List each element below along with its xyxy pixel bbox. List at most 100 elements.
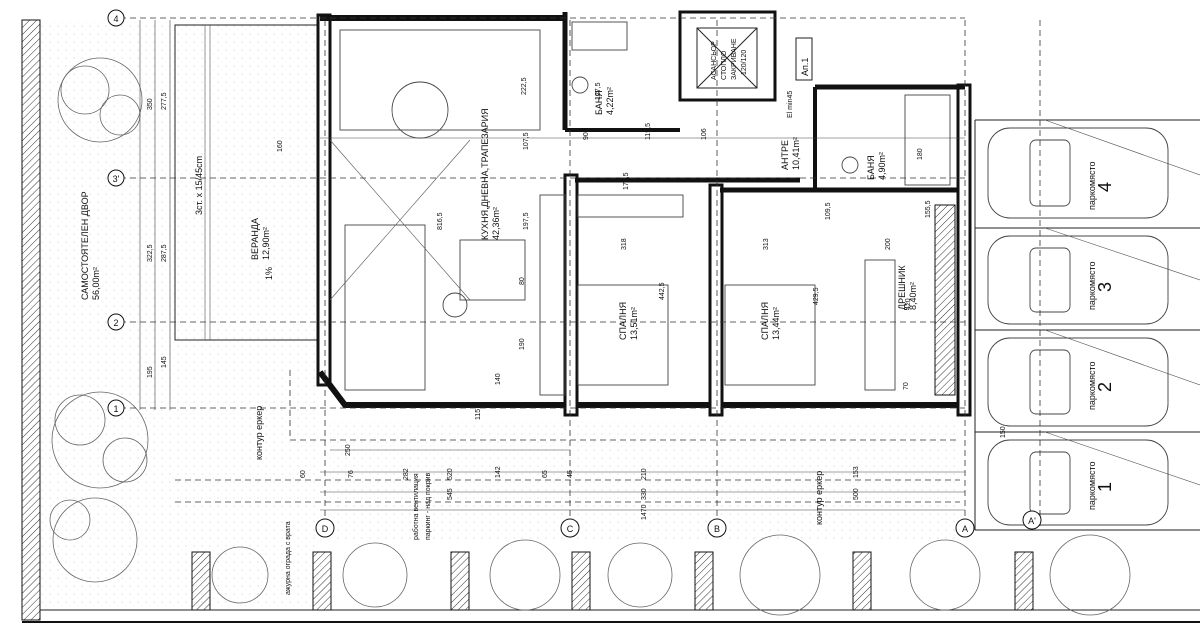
room-label-bath5: БАНЯ 4,90m² bbox=[866, 152, 887, 180]
svg-text:1: 1 bbox=[113, 404, 118, 414]
svg-text:210: 210 bbox=[641, 468, 648, 480]
svg-text:119,5: 119,5 bbox=[645, 123, 652, 140]
column-axis-A-prime: A' bbox=[1022, 510, 1042, 530]
svg-text:287,5: 287,5 bbox=[161, 244, 168, 262]
svg-text:816,5: 816,5 bbox=[437, 212, 444, 230]
closet-shelf bbox=[934, 204, 956, 396]
svg-text:8,40m²: 8,40m² bbox=[908, 282, 918, 310]
svg-text:45: 45 bbox=[567, 470, 574, 478]
svg-text:160: 160 bbox=[277, 140, 284, 152]
bay-contour bbox=[289, 370, 960, 441]
left-boundary-wall bbox=[21, 19, 41, 621]
parking-label-4: паркомясто 4 bbox=[1087, 161, 1115, 210]
row-axis-4: 4 bbox=[107, 9, 125, 27]
closet-shelf-2 bbox=[864, 259, 896, 391]
svg-text:155,5: 155,5 bbox=[925, 200, 932, 218]
svg-text:197,5: 197,5 bbox=[523, 212, 530, 230]
fence-posts bbox=[191, 551, 1034, 611]
svg-text:76: 76 bbox=[348, 470, 355, 478]
yard-area bbox=[40, 20, 320, 610]
svg-text:190: 190 bbox=[519, 338, 526, 350]
svg-text:277,5: 277,5 bbox=[161, 92, 168, 110]
svg-text:СПАЛНЯ: СПАЛНЯ bbox=[760, 302, 770, 340]
svg-text:СПАЛНЯ: СПАЛНЯ bbox=[618, 302, 628, 340]
svg-text:42,36m²: 42,36m² bbox=[491, 207, 501, 240]
svg-text:250: 250 bbox=[345, 444, 352, 456]
trees bbox=[49, 57, 1131, 616]
parking-area bbox=[974, 119, 1200, 531]
svg-text:175,5: 175,5 bbox=[623, 172, 630, 190]
column-axis-B: B bbox=[707, 518, 727, 538]
svg-text:1: 1 bbox=[1095, 482, 1115, 492]
svg-text:142: 142 bbox=[495, 466, 502, 478]
apartment-tag: Ап.1 bbox=[800, 58, 810, 76]
svg-text:80: 80 bbox=[519, 277, 526, 285]
svg-text:282: 282 bbox=[403, 468, 410, 480]
svg-text:140: 140 bbox=[495, 373, 502, 385]
bath6-toilet bbox=[571, 76, 589, 94]
svg-text:10,41m²: 10,41m² bbox=[791, 137, 801, 170]
vent-note-2: паркинг - над покрив bbox=[425, 472, 432, 540]
svg-text:65: 65 bbox=[542, 470, 549, 478]
svg-text:500: 500 bbox=[853, 488, 860, 500]
svg-text:330: 330 bbox=[641, 488, 648, 500]
bay-contour-left-note: контур еркер bbox=[254, 406, 264, 460]
parking-label-1: паркомясто 1 bbox=[1087, 461, 1115, 510]
dimension-lines bbox=[139, 20, 965, 511]
axis-label-A: A bbox=[962, 524, 968, 534]
axis-label-C: C bbox=[567, 524, 574, 534]
room-label-closet: ДРЕШНИК 8,40m² bbox=[897, 265, 918, 310]
room-label-bedroom2: СПАЛНЯ 13,51m² bbox=[618, 302, 639, 340]
bath5-tub bbox=[904, 94, 951, 186]
dimension-labels: 1470 330 545 520 282 210 142 153 500 250… bbox=[147, 77, 1007, 520]
svg-text:4: 4 bbox=[113, 14, 118, 24]
svg-text:200: 200 bbox=[885, 238, 892, 250]
svg-text:4: 4 bbox=[1095, 182, 1115, 192]
svg-text:318: 318 bbox=[621, 238, 628, 250]
column-axis-A: A bbox=[955, 518, 975, 538]
room-label-hall: АНТРЕ 10,41m² bbox=[780, 137, 801, 170]
svg-text:4,90m²: 4,90m² bbox=[877, 152, 887, 180]
svg-text:паркомясто: паркомясто bbox=[1087, 361, 1097, 410]
fence-note: ажурна ограда с врата bbox=[285, 521, 292, 595]
svg-text:2: 2 bbox=[113, 318, 118, 328]
svg-text:442,5: 442,5 bbox=[659, 282, 666, 300]
svg-text:60: 60 bbox=[300, 470, 307, 478]
svg-text:180: 180 bbox=[917, 148, 924, 160]
svg-text:1470: 1470 bbox=[641, 504, 648, 520]
svg-text:паркомясто: паркомясто bbox=[1087, 161, 1097, 210]
svg-text:13,44m²: 13,44m² bbox=[771, 307, 781, 340]
bed-2 bbox=[577, 284, 669, 386]
axis-lines bbox=[120, 17, 1041, 528]
vent-note: работна вентилация bbox=[412, 473, 420, 540]
bed-3 bbox=[724, 284, 816, 386]
svg-text:12,90m²: 12,90m² bbox=[261, 227, 271, 260]
svg-text:195: 195 bbox=[147, 366, 154, 378]
apartment-tag-box bbox=[795, 37, 813, 81]
room-label-kitchen: КУХНЯ,ДНЕВНА,ТРАПЕЗАРИЯ 42,36m² bbox=[480, 108, 501, 240]
svg-text:153: 153 bbox=[853, 466, 860, 478]
parking-label-2: паркомясто 2 bbox=[1087, 361, 1115, 410]
el-min-note: El min45 bbox=[787, 91, 794, 118]
svg-text:106: 106 bbox=[701, 128, 708, 140]
svg-text:109,5: 109,5 bbox=[825, 202, 832, 220]
svg-text:313: 313 bbox=[763, 238, 770, 250]
svg-text:ВЕРАНДА: ВЕРАНДА bbox=[250, 218, 260, 260]
row-axis-3-prime: 3' bbox=[107, 169, 125, 187]
svg-text:КУХНЯ,ДНЕВНА,ТРАПЕЗАРИЯ: КУХНЯ,ДНЕВНА,ТРАПЕЗАРИЯ bbox=[480, 108, 490, 240]
svg-text:13,51m²: 13,51m² bbox=[629, 307, 639, 340]
elevator-label-1: АСАНСЬОР bbox=[711, 41, 718, 80]
svg-text:БАНЯ: БАНЯ bbox=[594, 90, 604, 115]
svg-text:222,5: 222,5 bbox=[521, 77, 528, 95]
row-axis-2: 2 bbox=[107, 313, 125, 331]
column-axis-D: D bbox=[315, 518, 335, 538]
svg-text:90: 90 bbox=[583, 132, 590, 140]
svg-text:420: 420 bbox=[905, 298, 912, 310]
svg-text:145: 145 bbox=[161, 356, 168, 368]
row-axis-1: 1 bbox=[107, 399, 125, 417]
svg-text:429,5: 429,5 bbox=[813, 287, 820, 305]
svg-text:520: 520 bbox=[447, 468, 454, 480]
svg-text:56,00m²: 56,00m² bbox=[91, 267, 101, 300]
column-axis-C: C bbox=[560, 518, 580, 538]
